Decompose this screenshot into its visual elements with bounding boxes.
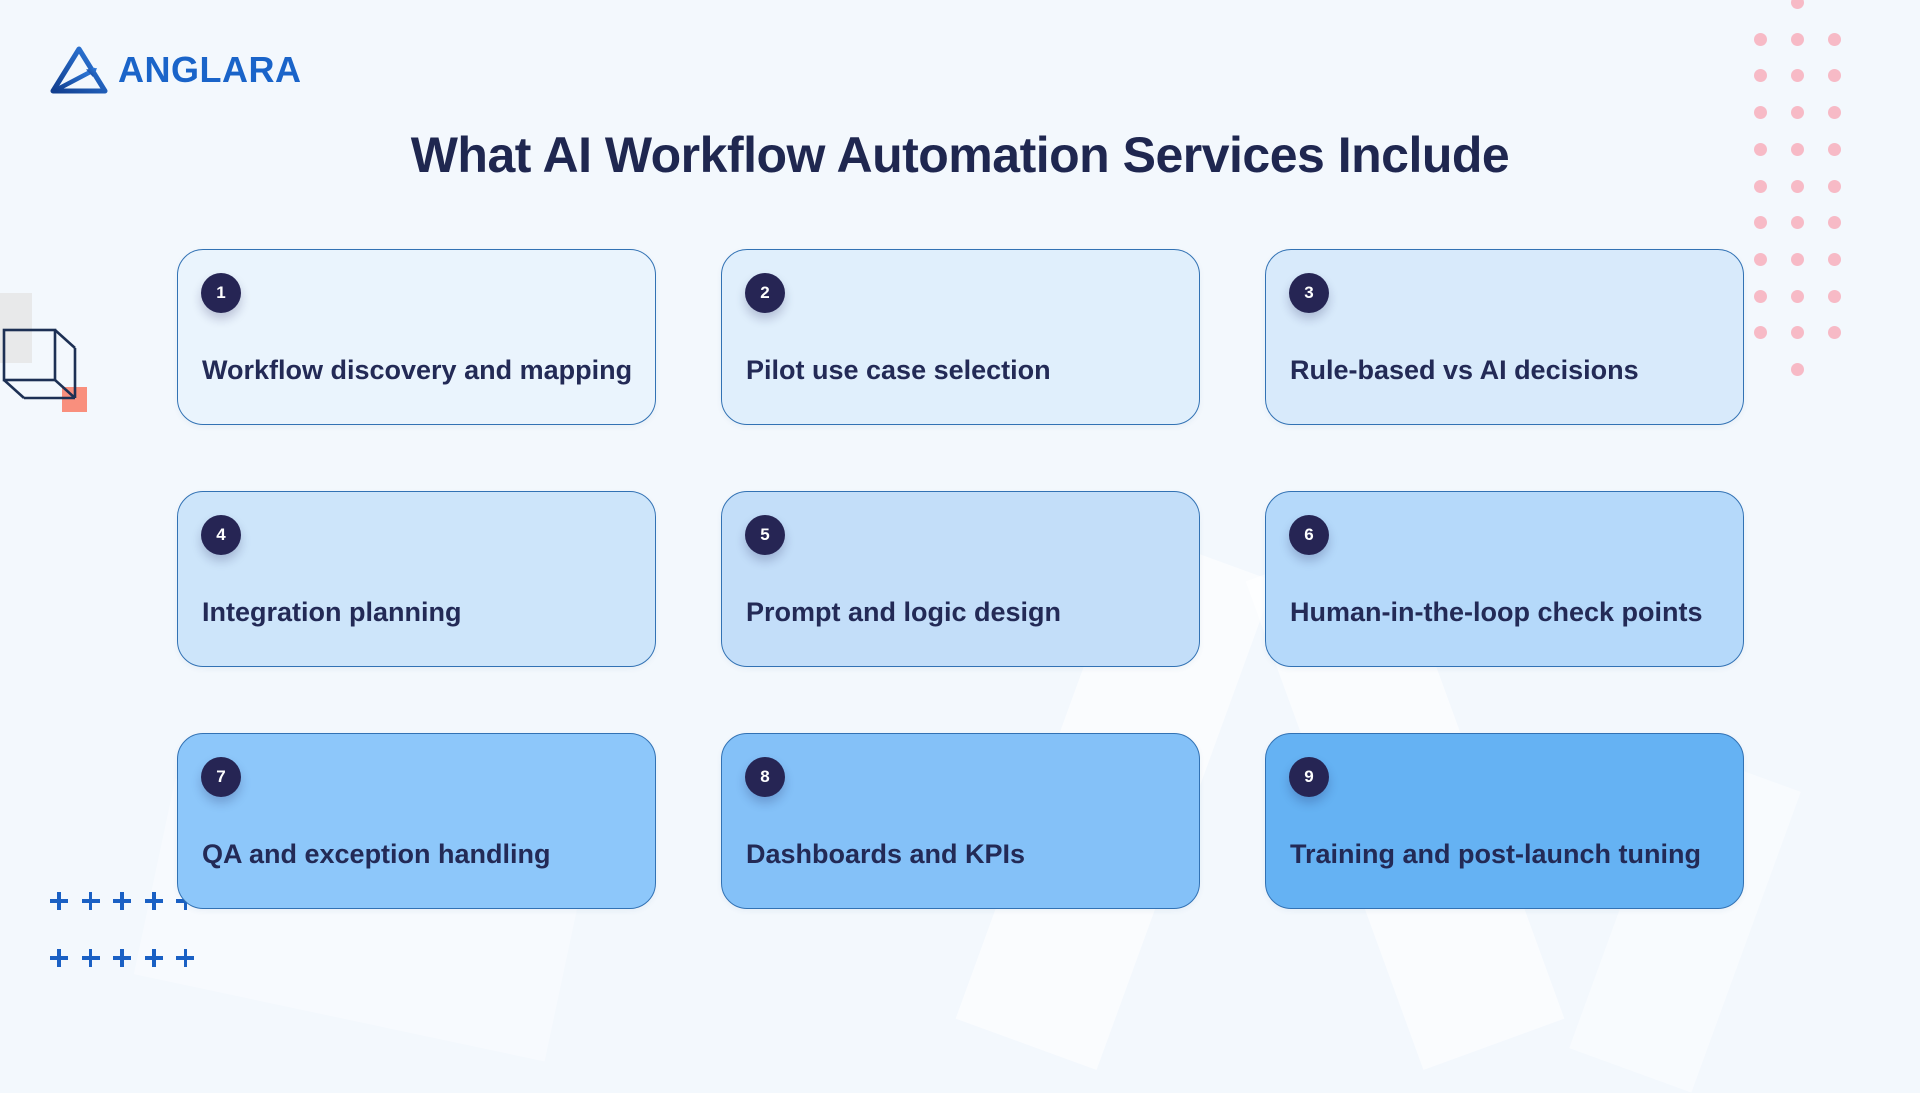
pink-dot [1754,106,1767,120]
pink-dot [1791,252,1804,266]
service-card-1: 1 Workflow discovery and mapping [177,249,656,425]
pink-dot [1754,69,1767,83]
card-number-badge: 1 [201,273,241,313]
card-number-badge: 8 [745,757,785,797]
plus-mark [50,949,68,967]
plus-mark [144,892,163,910]
gray-square-accent [0,293,32,363]
card-number-badge: 5 [745,515,785,555]
pink-dot [1754,326,1767,340]
card-label: Workflow discovery and mapping [202,355,633,385]
card-number-badge: 4 [201,515,241,555]
wireframe-cube-icon [2,328,77,400]
pink-dot [1754,289,1767,303]
card-label: Prompt and logic design [746,597,1062,627]
plus-mark [50,892,68,910]
pink-dot [1828,326,1841,340]
card-number-badge: 2 [745,273,785,313]
card-number-badge: 7 [201,757,241,797]
pink-dot [1828,216,1841,230]
plus-mark [113,949,132,967]
pink-dot [1791,106,1804,120]
brand-wordmark: ANGLARA [118,49,302,90]
card-label: Training and post-launch tuning [1290,839,1701,869]
card-label: Rule-based vs AI decisions [1290,355,1639,385]
plus-mark [81,949,100,967]
card-label: QA and exception handling [202,839,551,869]
page-title: What AI Workflow Automation Services Inc… [410,127,1510,183]
card-label: Dashboards and KPIs [746,839,1026,869]
card-number-badge: 9 [1289,757,1329,797]
service-card-8: 8 Dashboards and KPIs [721,733,1200,909]
pink-dot [1828,252,1841,266]
pink-dot [1791,363,1804,376]
pink-dot [1791,216,1804,230]
service-card-2: 2 Pilot use case selection [721,249,1200,425]
pink-dot [1791,326,1804,340]
pink-dot [1754,252,1767,266]
card-number-badge: 6 [1289,515,1329,555]
pink-dot [1754,32,1767,46]
plus-mark [81,892,100,910]
service-card-3: 3 Rule-based vs AI decisions [1265,249,1744,425]
service-card-4: 4 Integration planning [177,491,656,667]
service-card-7: 7 QA and exception handling [177,733,656,909]
pink-dot [1791,289,1804,303]
plus-mark [113,892,132,910]
pink-dot [1828,289,1841,303]
pink-dot [1754,216,1767,230]
plus-mark [176,949,195,967]
triangle-arrow-logo-icon [50,46,108,94]
service-card-6: 6 Human-in-the-loop check points [1265,491,1744,667]
services-grid: 1 Workflow discovery and mapping 2 Pilot… [177,249,1744,909]
service-card-5: 5 Prompt and logic design [721,491,1200,667]
card-label: Integration planning [202,597,462,627]
pink-dot [1828,106,1841,120]
service-card-9: 9 Training and post-launch tuning [1265,733,1744,909]
pink-dot [1791,69,1804,83]
cube-decoration [0,293,87,412]
card-label: Human-in-the-loop check points [1290,597,1703,627]
pink-dot [1828,69,1841,83]
pink-dot [1828,32,1841,46]
plus-mark [144,949,163,967]
pink-dot [1791,32,1804,46]
card-number-badge: 3 [1289,273,1329,313]
card-label: Pilot use case selection [746,355,1051,385]
pink-dot [1791,0,1804,9]
brand-logo: ANGLARA [50,46,301,94]
